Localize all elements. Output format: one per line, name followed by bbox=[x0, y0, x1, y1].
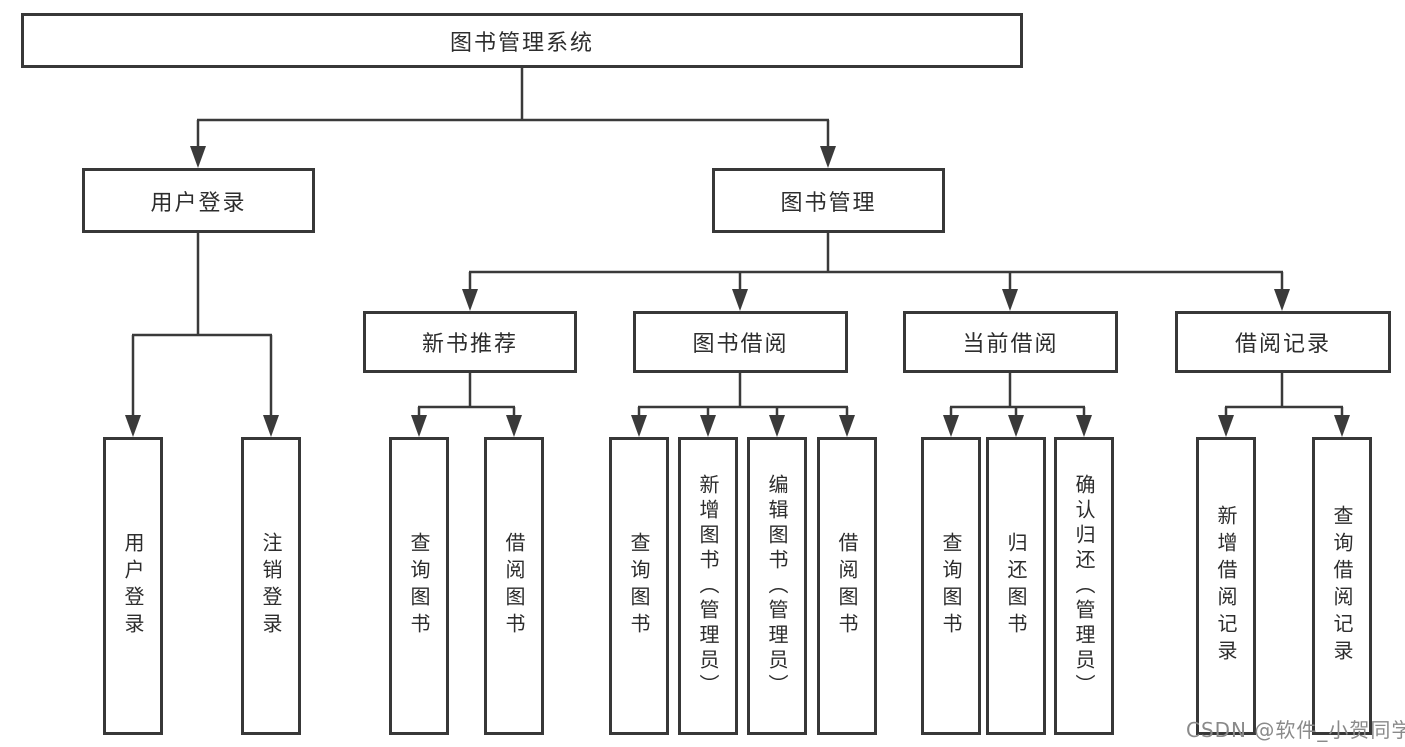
csdn-watermark: CSDN @软件_小贺同学 bbox=[1186, 718, 1405, 742]
node-book-borrow-label: 图书借阅 bbox=[692, 332, 789, 357]
leaf-logout-label: 注销登录 bbox=[259, 532, 283, 640]
leaf-bb-borrow-books-label: 借阅图书 bbox=[835, 532, 859, 640]
node-root-label: 图书管理系统 bbox=[449, 30, 594, 56]
leaf-cb-return-books: 归还图书 bbox=[986, 437, 1046, 735]
node-user-login: 用户登录 bbox=[82, 168, 315, 233]
connector-new-book-to-leaves bbox=[411, 373, 522, 437]
leaf-bb-borrow-books: 借阅图书 bbox=[817, 437, 877, 735]
node-book-mgmt-label: 图书管理 bbox=[780, 190, 877, 216]
leaf-user-login-label: 用户登录 bbox=[121, 532, 145, 640]
leaf-bb-add-books-label: 新增图书（管理员） bbox=[696, 473, 720, 699]
leaf-br-query-record: 查询借阅记录 bbox=[1312, 437, 1372, 735]
node-current-borrow: 当前借阅 bbox=[903, 311, 1118, 373]
node-current-borrow-label: 当前借阅 bbox=[962, 332, 1059, 357]
connector-book-borrow-to-leaves bbox=[631, 373, 855, 437]
node-book-mgmt: 图书管理 bbox=[712, 168, 945, 233]
leaf-br-add-record-label: 新增借阅记录 bbox=[1214, 505, 1238, 667]
leaf-br-query-record-label: 查询借阅记录 bbox=[1330, 505, 1354, 667]
leaf-nb-borrow-books: 借阅图书 bbox=[484, 437, 544, 735]
leaf-bb-query-books: 查询图书 bbox=[609, 437, 669, 735]
leaf-bb-edit-books: 编辑图书（管理员） bbox=[747, 437, 807, 735]
leaf-cb-confirm-return-label: 确认归还（管理员） bbox=[1072, 473, 1096, 699]
node-borrow-records: 借阅记录 bbox=[1175, 311, 1391, 373]
leaf-nb-query-books: 查询图书 bbox=[389, 437, 449, 735]
connector-current-borrow-to-leaves bbox=[943, 373, 1092, 437]
leaf-bb-add-books: 新增图书（管理员） bbox=[678, 437, 738, 735]
leaf-cb-confirm-return: 确认归还（管理员） bbox=[1054, 437, 1114, 735]
leaf-bb-edit-books-label: 编辑图书（管理员） bbox=[765, 473, 789, 699]
leaf-cb-query-books: 查询图书 bbox=[921, 437, 981, 735]
connector-user-login-to-leaves bbox=[125, 233, 279, 437]
connector-borrow-records-to-leaves bbox=[1218, 373, 1350, 437]
leaf-logout: 注销登录 bbox=[241, 437, 301, 735]
node-root: 图书管理系统 bbox=[21, 13, 1023, 68]
node-new-book-recommend: 新书推荐 bbox=[363, 311, 577, 373]
connector-root-to-level2 bbox=[190, 68, 836, 168]
leaf-nb-query-books-label: 查询图书 bbox=[407, 532, 431, 640]
node-user-login-label: 用户登录 bbox=[150, 190, 247, 216]
leaf-cb-return-books-label: 归还图书 bbox=[1004, 532, 1028, 640]
node-new-book-recommend-label: 新书推荐 bbox=[421, 332, 518, 357]
leaf-nb-borrow-books-label: 借阅图书 bbox=[502, 532, 526, 640]
connector-book-mgmt-to-level3 bbox=[462, 233, 1290, 311]
leaf-bb-query-books-label: 查询图书 bbox=[627, 532, 651, 640]
node-borrow-records-label: 借阅记录 bbox=[1234, 332, 1331, 357]
leaf-cb-query-books-label: 查询图书 bbox=[939, 532, 963, 640]
leaf-user-login: 用户登录 bbox=[103, 437, 163, 735]
leaf-br-add-record: 新增借阅记录 bbox=[1196, 437, 1256, 735]
node-book-borrow: 图书借阅 bbox=[633, 311, 848, 373]
